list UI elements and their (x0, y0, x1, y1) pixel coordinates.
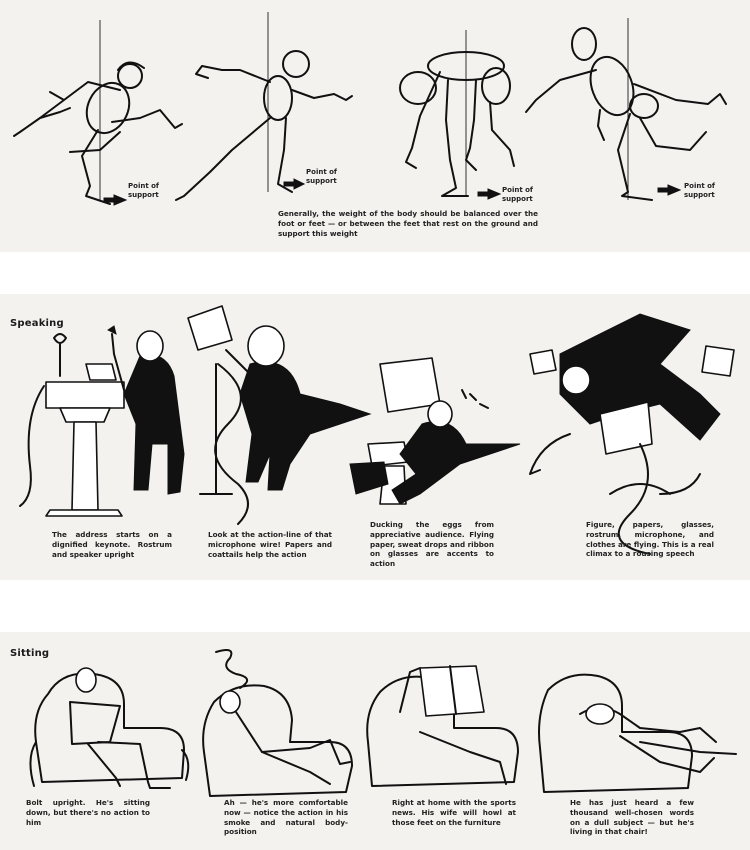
point-of-support-label-4: Point of support (684, 182, 715, 199)
sitting-scene-2 (202, 649, 353, 797)
speaking-scene-4 (529, 313, 735, 555)
speaking-scene-3 (349, 357, 521, 505)
speaking-title: Speaking (10, 318, 64, 329)
speaking-caption-4: Figure, papers, glasses, rostrum, microp… (586, 520, 714, 559)
point-of-support-label-1: Point of support (128, 182, 159, 199)
sitting-caption-1: Bolt upright. He's sitting down, but the… (26, 798, 150, 827)
speaking-scene-1 (19, 325, 185, 517)
sitting-scene-1 (29, 667, 190, 789)
speaking-caption-1: The address starts on a dignified keynot… (52, 530, 172, 559)
sitting-caption-3: Right at home with the sports news. His … (392, 798, 516, 827)
speaking-caption-2: Look at the action-line of that micropho… (208, 530, 332, 559)
figure-2 (175, 50, 353, 201)
balance-caption: Generally, the weight of the body should… (278, 209, 538, 238)
figure-1 (13, 61, 183, 205)
speaking-illustration (19, 305, 735, 555)
sitting-panel: Sitting (0, 632, 750, 850)
balance-panel: Point of support Point of support Point … (0, 0, 750, 252)
point-of-support-label-2: Point of support (306, 168, 337, 185)
sitting-scene-3 (366, 665, 519, 787)
sitting-caption-2: Ah — he's more comfortable now — notice … (224, 798, 348, 837)
sitting-title: Sitting (10, 648, 50, 659)
figure-3 (399, 51, 515, 197)
balance-illustration (13, 12, 727, 206)
sitting-scene-4 (538, 673, 737, 793)
sitting-illustration (29, 649, 737, 797)
figure-4 (525, 27, 727, 201)
speaking-scene-2 (187, 305, 372, 525)
point-of-support-label-3: Point of support (502, 186, 533, 203)
speaking-panel: Speaking (0, 294, 750, 580)
sitting-caption-4: He has just heard a few thousand well-ch… (570, 798, 694, 837)
speaking-caption-3: Ducking the eggs from appreciative audie… (370, 520, 494, 569)
